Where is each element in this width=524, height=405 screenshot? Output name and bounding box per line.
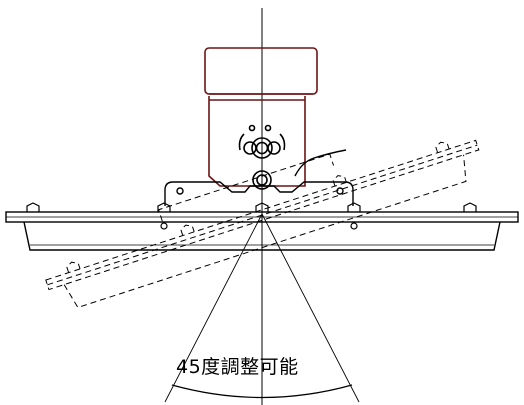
hex-bolt	[26, 202, 477, 230]
upper-housing	[204, 47, 318, 187]
mounting-bracket	[164, 149, 354, 206]
fixture-main	[5, 211, 519, 251]
tilt-arc	[171, 384, 353, 399]
pivot-bolt	[238, 124, 286, 190]
tilt-caption: 45度調整可能	[176, 356, 299, 378]
tilt-angle-lines	[164, 213, 360, 403]
